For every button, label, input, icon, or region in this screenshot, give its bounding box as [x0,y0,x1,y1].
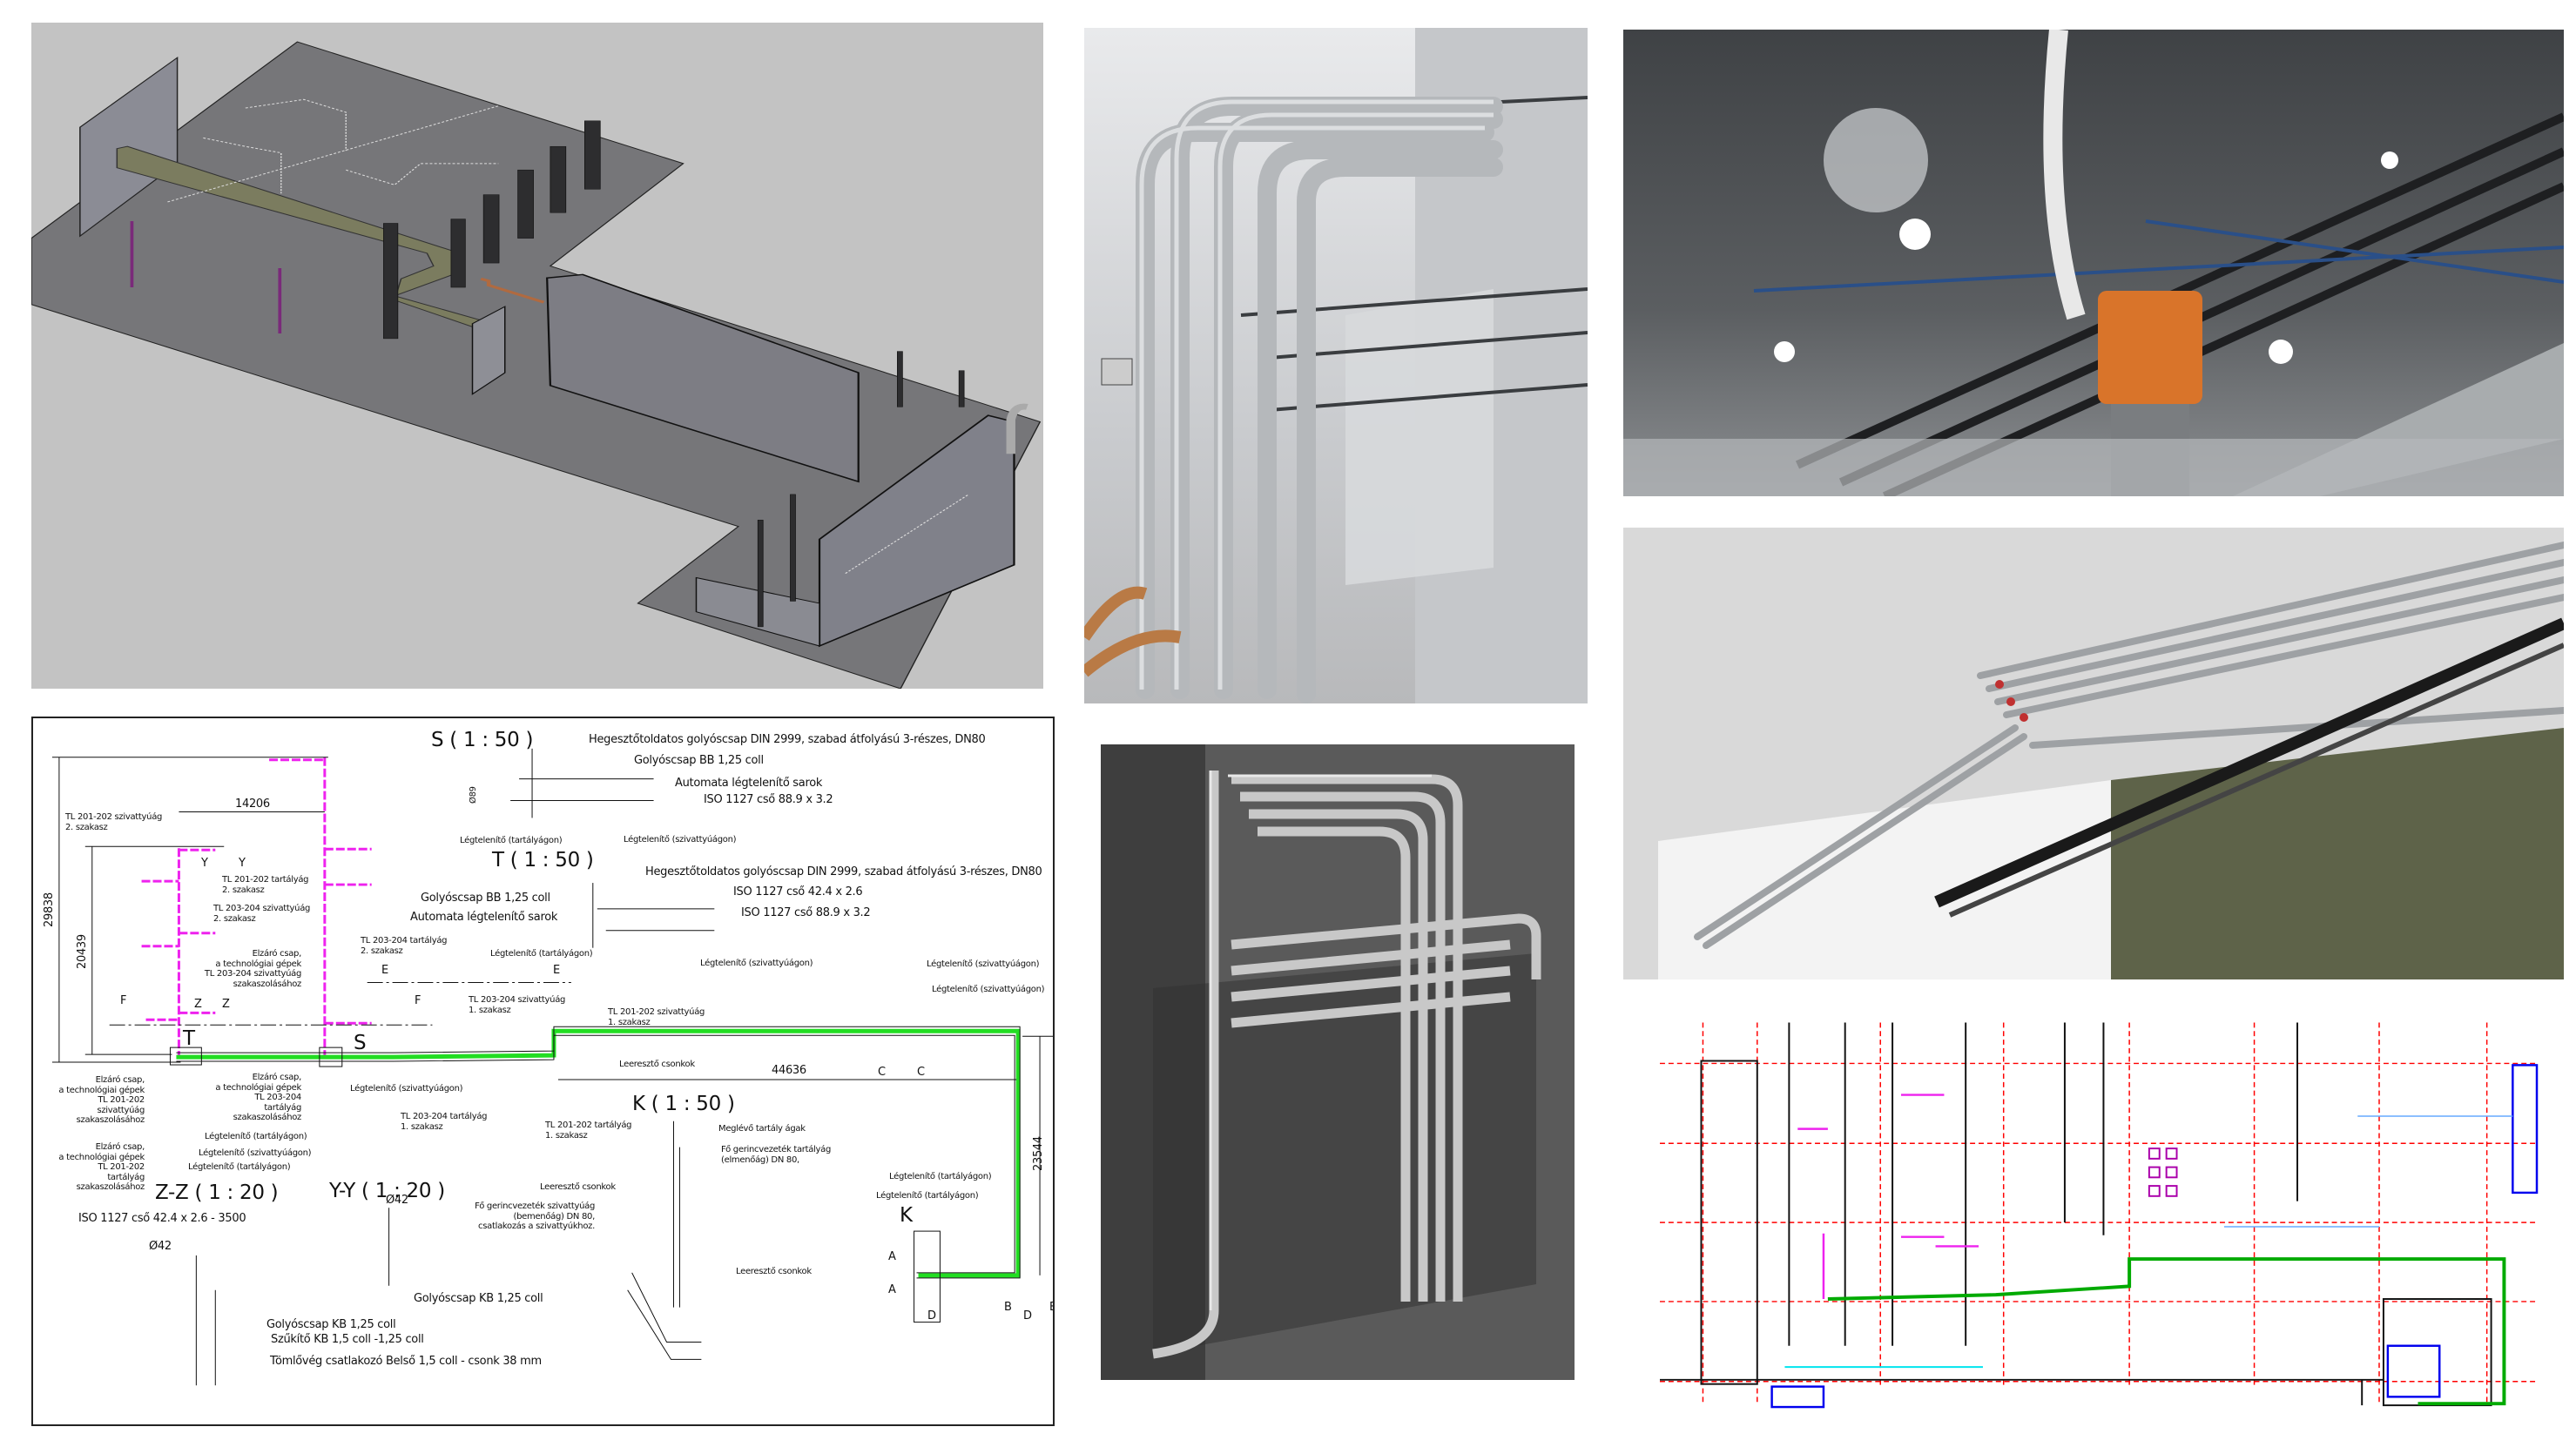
drawing-annotation: 23544 [1032,1136,1045,1171]
drawing-annotation: ISO 1127 cső 88.9 x 3.2 [704,793,833,806]
magenta-branch-pipes [141,757,372,1057]
drawing-annotation: ISO 1127 cső 42.4 x 2.6 - 3500 [78,1212,246,1225]
drawing-annotation: Hegesztőtoldatos golyóscsap DIN 2999, sz… [645,865,1042,878]
drawing-annotation: Légtelenítő (tartályágon) [490,949,593,959]
drawing-annotation: Légtelenítő (tartályágon) [460,836,563,845]
drawing-annotation: Golyóscsap KB 1,25 coll [414,1292,543,1305]
drawing-annotation: Leeresztő csonkok [540,1182,616,1192]
drawing-annotation: Légtelenítő (tartályágon) [188,1162,291,1172]
drawing-annotation: Leeresztő csonkok [619,1060,695,1069]
photo-hall-ceiling [1623,30,2564,496]
photo-installed-pipe-bundle [1084,28,1588,703]
section-title: Y-Y ( 1 : 20 ) [329,1180,445,1202]
drawing-annotation: Meglévő tartály ágak [718,1124,806,1134]
drawing-annotation: TL 201-202 szivattyúág 2. szakasz [65,812,163,832]
3d-model-render [31,41,1042,689]
drawing-annotation: TL 203-204 szivattyúág 1. szakasz [469,995,566,1015]
drawing-annotation: Ø42 [149,1240,172,1253]
drawing-annotation: TL 203-204 szivattyúág 2. szakasz [213,904,311,924]
drawing-annotation: 44636 [772,1064,806,1077]
drawing-annotation: TL 203-204 tartályág 2. szakasz [361,936,448,956]
model-side-wall [471,306,506,395]
drawing-annotation: Leeresztő csonkok [736,1267,812,1276]
piping-technical-drawing: S ( 1 : 50 ) Hegesztőtoldatos golyóscsap … [31,717,1055,1426]
drawing-annotation: C [917,1066,925,1079]
drawing-annotation: Légtelenítő (tartályágon) [205,1132,307,1141]
section-title: S [354,1032,367,1054]
section-title: T ( 1 : 50 ) [492,849,594,872]
drawing-annotation: Elzáró csap, a technológiai gépek TL 201… [58,1142,145,1192]
floor-plan-drawing [1660,1022,2539,1409]
cad-floor-plan [1660,1006,2539,1410]
drawing-annotation: Z [194,998,202,1011]
section-title: Z-Z ( 1 : 20 ) [155,1181,279,1204]
drawing-annotation: F [120,994,127,1007]
drawing-annotation: Elzáró csap, a technológiai gépek TL 201… [58,1075,145,1125]
drawing-annotation: 14206 [235,798,270,811]
render-ceiling-pipes [1623,528,2564,979]
model-purple-pipes [130,221,282,333]
section-title: K [900,1204,913,1227]
drawing-annotation: Elzáró csap, a technológiai gépek TL 203… [215,1073,301,1122]
drawing-annotation: Automata légtelenítő sarok [410,911,558,924]
drawing-annotation: Automata légtelenítő sarok [675,777,823,790]
drawing-annotation: ISO 1127 cső 88.9 x 3.2 [741,906,871,919]
drawing-annotation: ISO 1127 cső 42.4 x 2.6 [733,885,863,898]
drawing-annotation: Golyóscsap BB 1,25 coll [634,754,764,767]
riser-pipes-render [1101,744,1575,1380]
drawing-annotation: TL 203-204 tartályág 1. szakasz [401,1112,488,1132]
model-long-wall [546,273,860,483]
drawing-annotation: Golyóscsap BB 1,25 coll [421,892,550,905]
section-title: T [183,1027,195,1050]
drawing-annotation: TL 201-202 tartályág 1. szakasz [545,1121,632,1141]
drawing-annotation: Ø42 [386,1194,408,1207]
drawing-annotation: TL 201-202 tartályág 2. szakasz [222,875,309,895]
drawing-annotation: Légtelenítő (szivattyúágon) [199,1148,312,1158]
model-pipe-racks [167,98,969,574]
drawing-annotation: Ø89 [469,786,478,804]
drawing-annotation: E [381,964,388,977]
model-exhaust-pipe [1006,403,1028,454]
drawing-annotation: A [888,1283,896,1296]
drawing-lines [51,748,1053,1386]
drawing-annotation: Z [222,998,230,1011]
drawing-annotation: Fő gerincvezeték szivattyúág (bemenőág) … [475,1201,595,1231]
ceiling-photo [1623,30,2564,496]
drawing-annotation: D [927,1309,936,1322]
section-title: S ( 1 : 50 ) [431,729,534,751]
section-title: K ( 1 : 50 ) [632,1093,735,1115]
drawing-annotation: Golyóscsap KB 1,25 coll [266,1318,396,1331]
drawing-annotation: Szűkítő KB 1,5 coll -1,25 coll [271,1333,424,1346]
drawing-annotation: Légtelenítő (tartályágon) [876,1191,979,1201]
drawing-annotation: Tömlővég csatlakozó Belső 1,5 coll - cso… [270,1355,542,1368]
drawing-annotation: 20439 [76,934,89,969]
drawing-annotation: Légtelenítő (szivattyúágon) [350,1084,463,1094]
pipe-bundle-photo [1084,28,1588,703]
model-copper-pipe [480,277,545,304]
drawing-annotation: B [1049,1301,1053,1315]
drawing-annotation: D [1023,1309,1032,1322]
render-riser-pipes [1101,744,1575,1380]
drawing-annotation: B [1004,1301,1012,1314]
drawing-annotation: Y [239,857,246,870]
ceiling-pipes-render [1658,542,2564,979]
drawing-annotation: Y [201,857,208,870]
drawing-annotation: Légtelenítő (szivattyúágon) [932,985,1045,994]
3d-building-model [31,23,1043,689]
drawing-annotation: TL 201-202 szivattyúág 1. szakasz [608,1007,705,1027]
drawing-annotation: Légtelenítő (szivattyúágon) [927,959,1040,969]
drawing-annotation: C [878,1066,886,1079]
drawing-annotation: Hegesztőtoldatos golyóscsap DIN 2999, sz… [589,733,986,746]
model-columns [383,120,965,628]
drawing-annotation: Légtelenítő (szivattyúágon) [700,959,813,968]
drawing-annotation: E [553,964,560,977]
drawing-annotation: Légtelenítő (tartályágon) [889,1172,992,1181]
drawing-annotation: F [415,994,421,1007]
drawing-annotation: Légtelenítő (szivattyúágon) [624,835,737,845]
drawing-annotation: A [888,1250,896,1263]
drawing-annotation: 29838 [43,892,56,927]
drawing-annotation: Elzáró csap, a technológiai gépek TL 203… [204,949,301,989]
drawing-annotation: Fő gerincvezeték tartályág (elmenőág) DN… [721,1145,832,1165]
